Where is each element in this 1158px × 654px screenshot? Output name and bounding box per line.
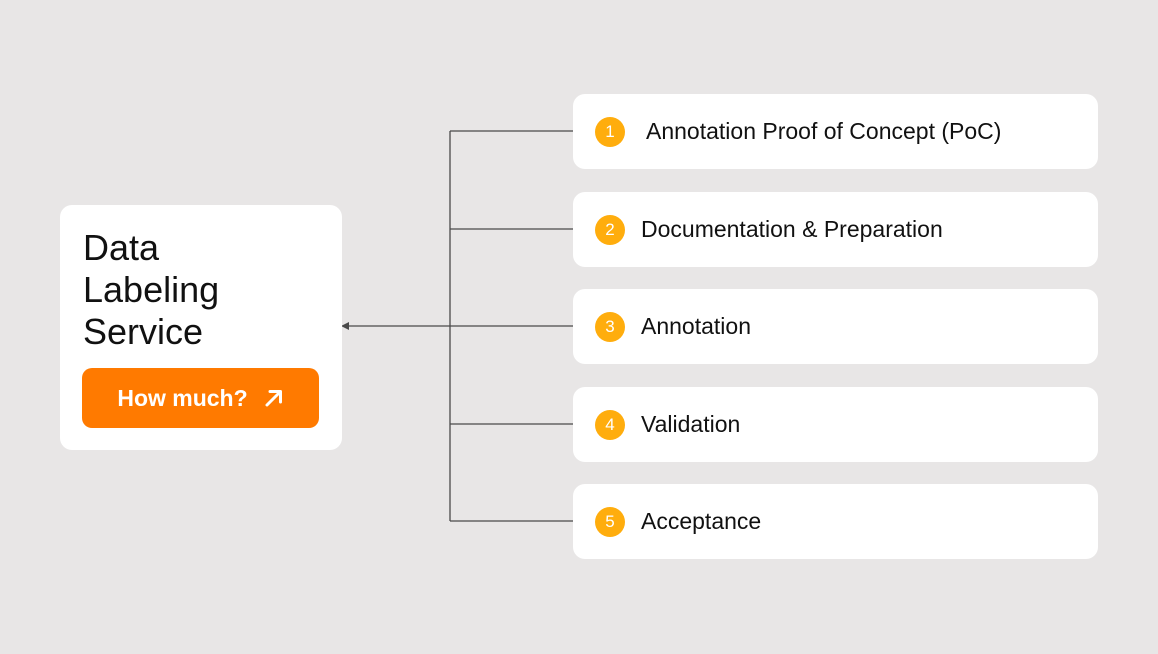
step-card-3: 3 Annotation	[573, 289, 1098, 364]
step-label: Acceptance	[641, 508, 762, 534]
step-card-1: 1 Annotation Proof of Concept (PoC)	[573, 94, 1098, 169]
step-number-badge: 1	[595, 116, 625, 147]
how-much-button[interactable]: How much?	[82, 368, 319, 428]
step-card-4: 4 Validation	[573, 387, 1098, 462]
step-label: Annotation Proof of Concept (PoC)	[646, 118, 1002, 144]
arrowhead-icon	[341, 322, 349, 330]
service-title: Data Labeling Service	[83, 227, 220, 352]
step-label: Validation	[641, 411, 741, 437]
step-number-badge: 3	[595, 311, 625, 342]
step-number-badge: 5	[595, 506, 625, 537]
step-number-badge: 2	[595, 214, 625, 245]
step-label: Documentation & Preparation	[641, 216, 943, 242]
step-label: Annotation	[641, 313, 751, 339]
step-card-2: 2 Documentation & Preparation	[573, 192, 1098, 267]
service-card: Data Labeling Service How much?	[60, 205, 342, 450]
arrow-up-right-icon	[264, 388, 284, 408]
step-number-badge: 4	[595, 409, 625, 440]
how-much-button-label: How much?	[117, 384, 248, 411]
step-card-5: 5 Acceptance	[573, 484, 1098, 559]
